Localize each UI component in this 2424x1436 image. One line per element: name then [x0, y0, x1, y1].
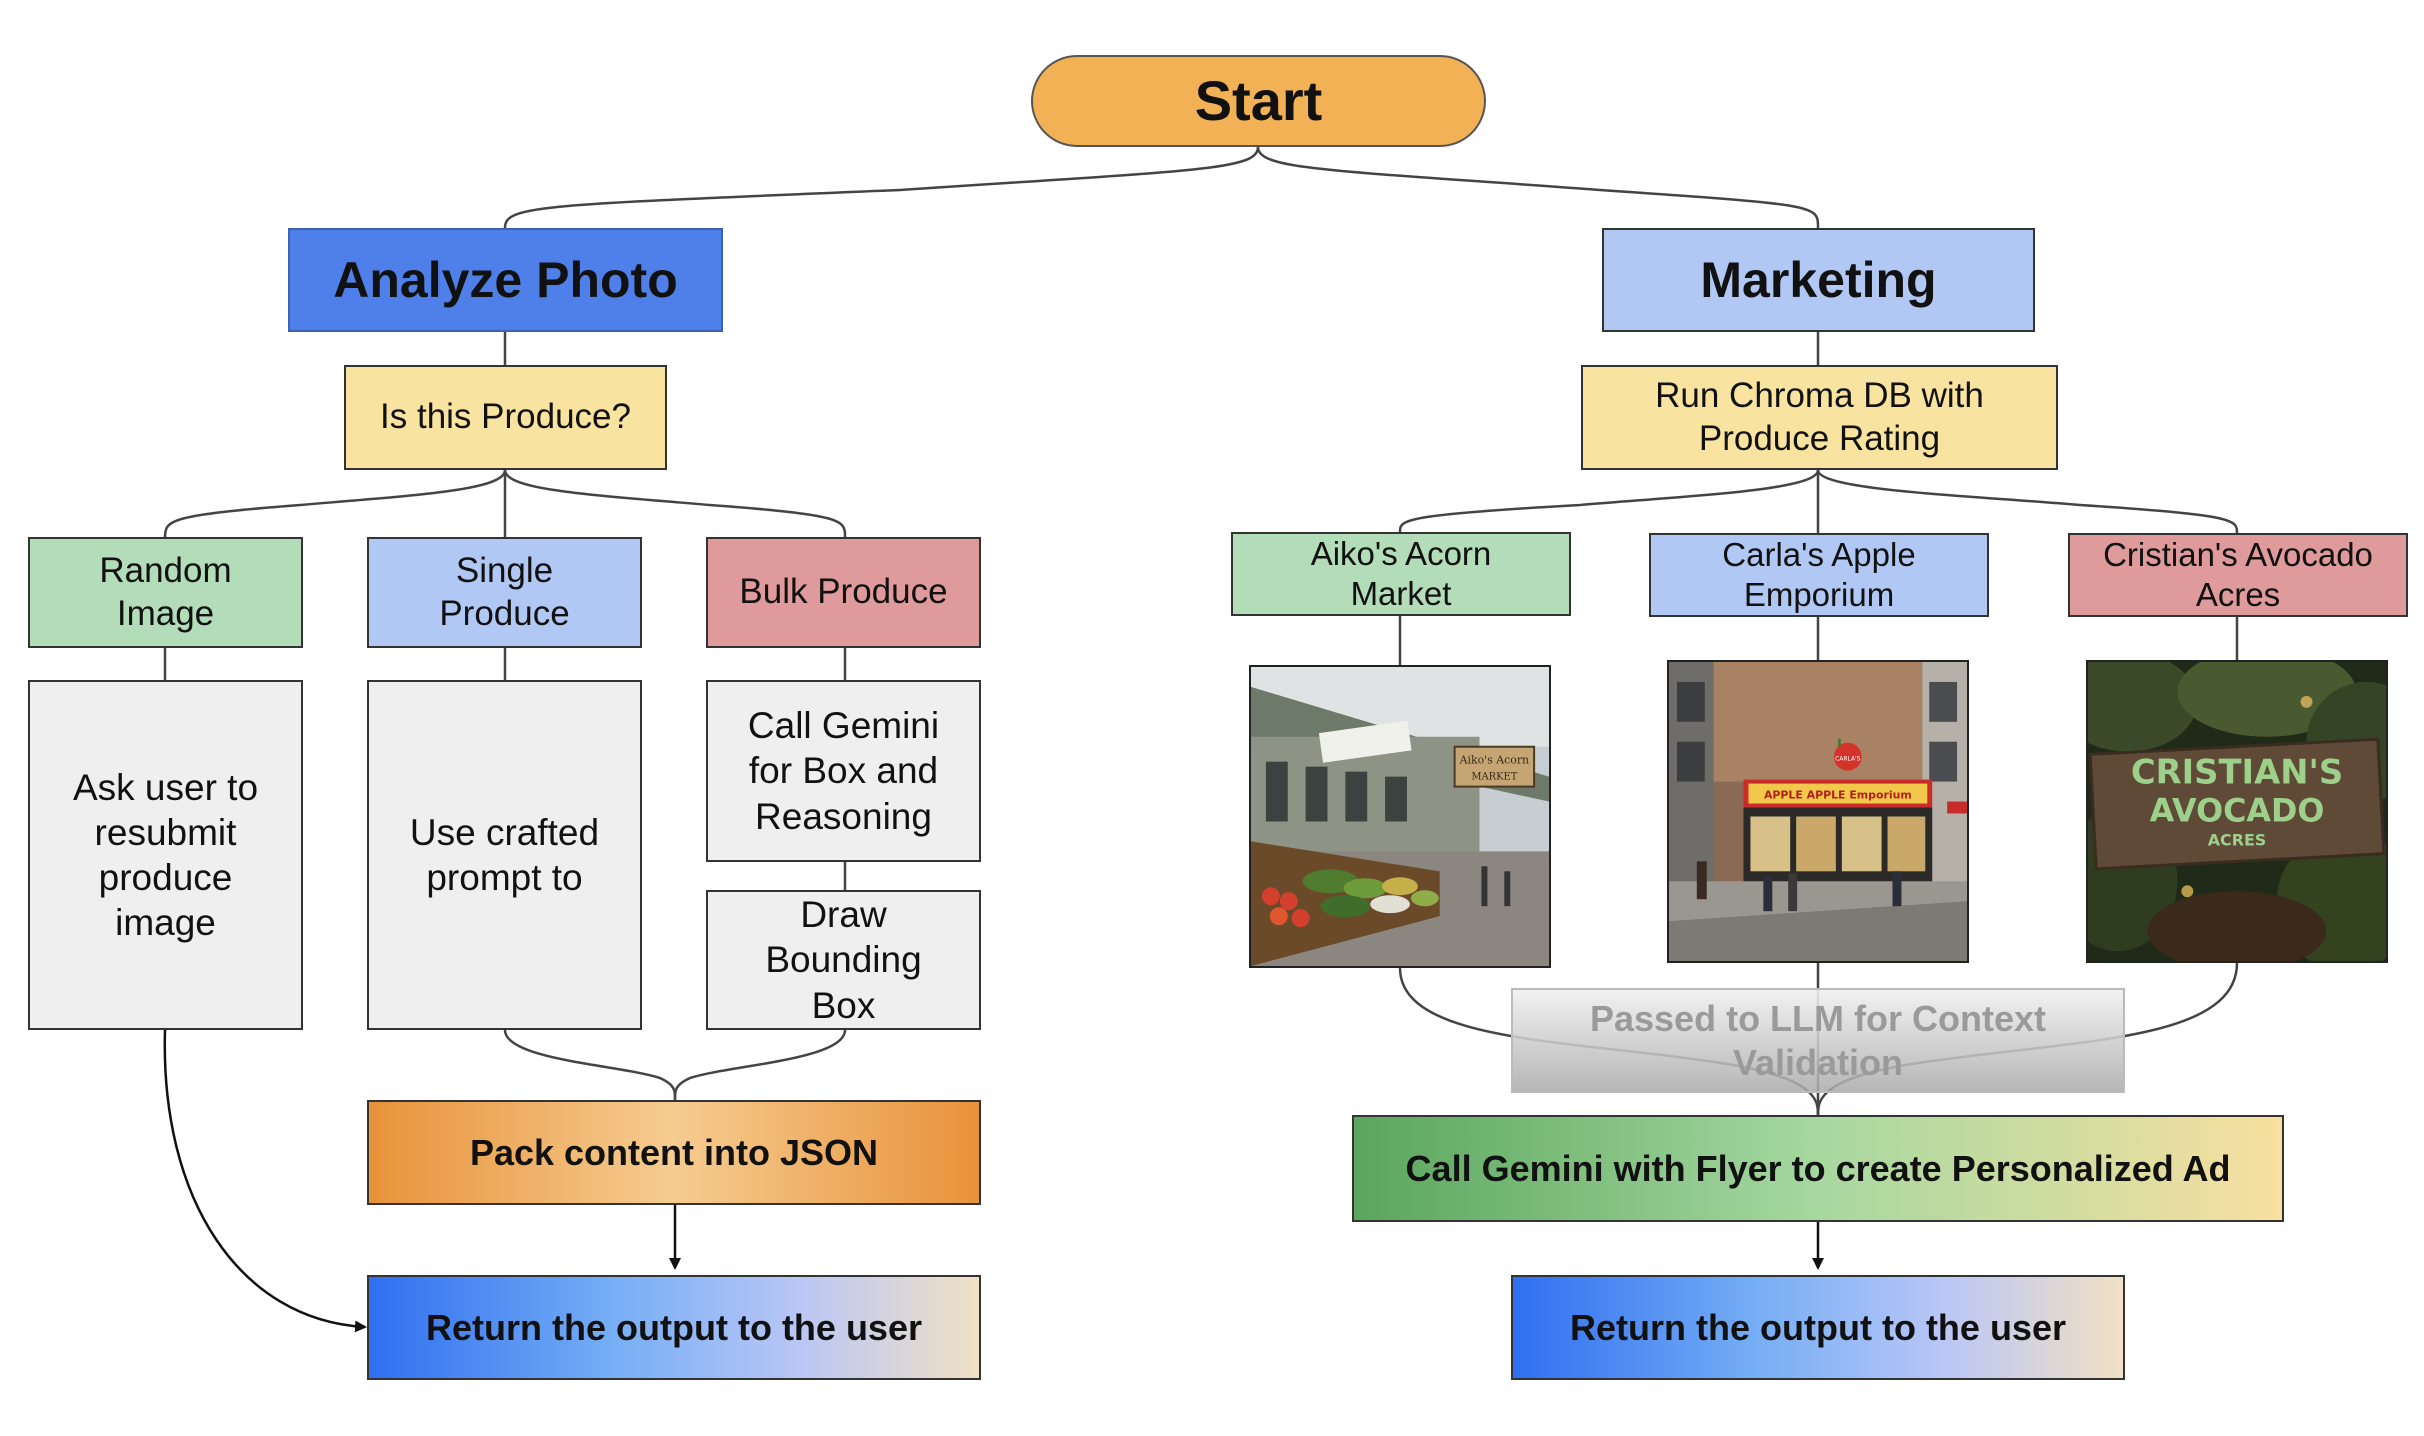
edge-start-marketing [1256, 146, 1820, 229]
carla-emporium-photo: CARLA'S APPLE APPLE Emporium [1667, 660, 1969, 963]
arrow-random-return [163, 1029, 367, 1333]
analyze-photo-label: Analyze Photo [333, 251, 678, 308]
random-image-label: Random Image [99, 550, 232, 633]
bulk-produce-node: Bulk Produce [706, 537, 981, 648]
call-gemini-box-node: Call Gemini for Box and Reasoning [706, 680, 981, 862]
edge-start-analyze [503, 146, 1260, 229]
bulk-produce-label: Bulk Produce [739, 572, 948, 612]
draw-bounding-box-label: Draw Bounding Box [765, 894, 922, 1026]
aiko-store-label: Aiko's Acorn Market [1310, 534, 1492, 612]
pack-json-node: Pack content into JSON [367, 1100, 981, 1205]
start-label: Start [1194, 68, 1323, 132]
call-gemini-box-label: Call Gemini for Box and Reasoning [747, 705, 940, 837]
edge-chroma-aiko [1398, 469, 1820, 533]
pack-json-label: Pack content into JSON [469, 1131, 879, 1173]
return-output-left-node: Return the output to the user [367, 1275, 981, 1380]
return-output-right-label: Return the output to the user [1570, 1306, 2066, 1348]
resubmit-action-label: Ask user to resubmit produce image [72, 766, 259, 944]
carla-store-label: Carla's Apple Emporium [1722, 535, 1916, 613]
llm-validation-node: Passed to LLM for Context Validation [1511, 988, 2125, 1093]
carla-sign-text: APPLE APPLE Emporium [1764, 789, 1912, 802]
chroma-db-node: Run Chroma DB with Produce Rating [1581, 365, 2058, 470]
marketing-node: Marketing [1602, 228, 2035, 332]
carla-logo-text: CARLA'S [1835, 756, 1861, 763]
crafted-prompt-label: Use crafted prompt to [409, 811, 600, 898]
cristian-acres-photo: CRISTIAN'S AVOCADO ACRES [2086, 660, 2388, 963]
start-node: Start [1031, 55, 1486, 147]
aiko-sign-line2: MARKET [1471, 772, 1517, 783]
cristian-store-node: Cristian's Avocado Acres [2068, 533, 2408, 617]
aiko-store-node: Aiko's Acorn Market [1231, 532, 1571, 616]
cristian-sign-line1: CRISTIAN'S [2131, 753, 2343, 792]
cristian-sign-line3: ACRES [2208, 830, 2266, 849]
return-output-left-label: Return the output to the user [426, 1306, 922, 1348]
aiko-market-photo: Aiko's Acorn MARKET [1249, 665, 1551, 968]
cristian-sign-line2: AVOCADO [2150, 791, 2325, 829]
single-produce-label: Single Produce [439, 550, 570, 633]
chroma-db-label: Run Chroma DB with Produce Rating [1655, 375, 1984, 458]
llm-validation-label: Passed to LLM for Context Validation [1589, 998, 2047, 1083]
is-produce-node: Is this Produce? [344, 365, 667, 470]
is-produce-label: Is this Produce? [380, 397, 631, 437]
analyze-photo-node: Analyze Photo [288, 228, 723, 332]
return-output-right-node: Return the output to the user [1511, 1275, 2125, 1380]
crafted-prompt-node: Use crafted prompt to [367, 680, 642, 1030]
gemini-ad-node: Call Gemini with Flyer to create Persona… [1352, 1115, 2284, 1222]
edge-bulk-pack [673, 1029, 847, 1101]
marketing-label: Marketing [1700, 251, 1937, 308]
draw-bounding-box-node: Draw Bounding Box [706, 890, 981, 1030]
single-produce-node: Single Produce [367, 537, 642, 648]
gemini-ad-label: Call Gemini with Flyer to create Persona… [1405, 1147, 2231, 1189]
edge-question-random [163, 469, 507, 538]
aiko-sign-line1: Aiko's Acorn [1459, 754, 1529, 767]
carla-store-node: Carla's Apple Emporium [1649, 533, 1989, 617]
random-image-node: Random Image [28, 537, 303, 648]
edge-question-bulk [503, 469, 847, 538]
edge-single-pack [503, 1029, 677, 1101]
cristian-store-label: Cristian's Avocado Acres [2103, 535, 2373, 613]
resubmit-action-node: Ask user to resubmit produce image [28, 680, 303, 1030]
edge-chroma-cristian [1816, 469, 2239, 534]
